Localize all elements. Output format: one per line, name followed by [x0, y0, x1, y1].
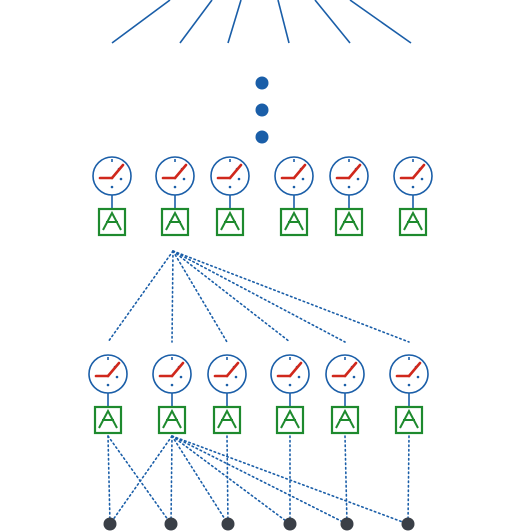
vertical-ellipsis-icon [255, 76, 269, 144]
ground-box-icon [215, 207, 245, 237]
upper-switch-row [92, 156, 433, 237]
ellipsis-dot [255, 130, 269, 144]
switch-unit [270, 354, 310, 435]
node-dot-icon [283, 517, 297, 531]
gauge-icon [393, 156, 433, 196]
dotted-link [226, 435, 229, 525]
dotted-link [109, 435, 173, 525]
ground-box-icon [279, 207, 309, 237]
ellipsis-dot [255, 103, 269, 117]
node-dot-icon [103, 517, 117, 531]
ground-box-icon [212, 405, 242, 435]
dotted-link [172, 250, 410, 343]
gauge-icon [325, 354, 365, 394]
ground-box-icon [398, 207, 428, 237]
switch-unit [88, 354, 128, 435]
switch-unit [329, 156, 369, 237]
dotted-link [170, 435, 173, 525]
dotted-link [171, 435, 291, 525]
ground-box-icon [394, 405, 424, 435]
node-dot-icon [401, 517, 415, 531]
upper-to-lower-links [107, 250, 410, 343]
gauge-icon [152, 354, 192, 394]
ground-box-icon [160, 207, 190, 237]
switch-unit [207, 354, 247, 435]
gauge-icon [155, 156, 195, 196]
lower-to-node-links [107, 435, 410, 525]
switch-unit [274, 156, 314, 237]
fan-line [314, 0, 351, 44]
fan-line [179, 0, 213, 44]
dotted-link [172, 250, 346, 343]
bottom-node-row [103, 517, 415, 531]
ground-box-icon [157, 405, 187, 435]
dotted-link [171, 250, 174, 343]
gauge-icon [207, 354, 247, 394]
switch-unit [389, 354, 429, 435]
dotted-link [107, 250, 174, 343]
top-fan-lines [111, 0, 412, 44]
dotted-link [107, 435, 172, 525]
switch-unit [210, 156, 250, 237]
gauge-icon [92, 156, 132, 196]
dotted-link [107, 435, 111, 525]
gauge-icon [88, 354, 128, 394]
ground-box-icon [330, 405, 360, 435]
fan-line [111, 0, 171, 44]
switch-unit [325, 354, 365, 435]
fan-line [277, 0, 290, 44]
gauge-icon [274, 156, 314, 196]
switch-unit [393, 156, 433, 237]
dotted-link [171, 435, 348, 525]
fan-line [349, 0, 412, 44]
switch-unit [152, 354, 192, 435]
fan-line [227, 0, 242, 44]
lower-switch-row [88, 354, 429, 435]
dotted-link [407, 435, 410, 525]
dotted-link [172, 250, 228, 343]
gauge-icon [210, 156, 250, 196]
ground-box-icon [93, 405, 123, 435]
node-dot-icon [164, 517, 178, 531]
ground-box-icon [97, 207, 127, 237]
ellipsis-dot [255, 76, 269, 90]
dotted-link [344, 435, 348, 525]
node-dot-icon [221, 517, 235, 531]
dotted-link [171, 435, 229, 525]
gauge-icon [389, 354, 429, 394]
dotted-link [172, 250, 291, 343]
switch-unit [92, 156, 132, 237]
ground-box-icon [275, 405, 305, 435]
ground-box-icon [334, 207, 364, 237]
gauge-icon [329, 156, 369, 196]
gauge-icon [270, 354, 310, 394]
node-dot-icon [340, 517, 354, 531]
switch-unit [155, 156, 195, 237]
dotted-link [171, 435, 409, 525]
